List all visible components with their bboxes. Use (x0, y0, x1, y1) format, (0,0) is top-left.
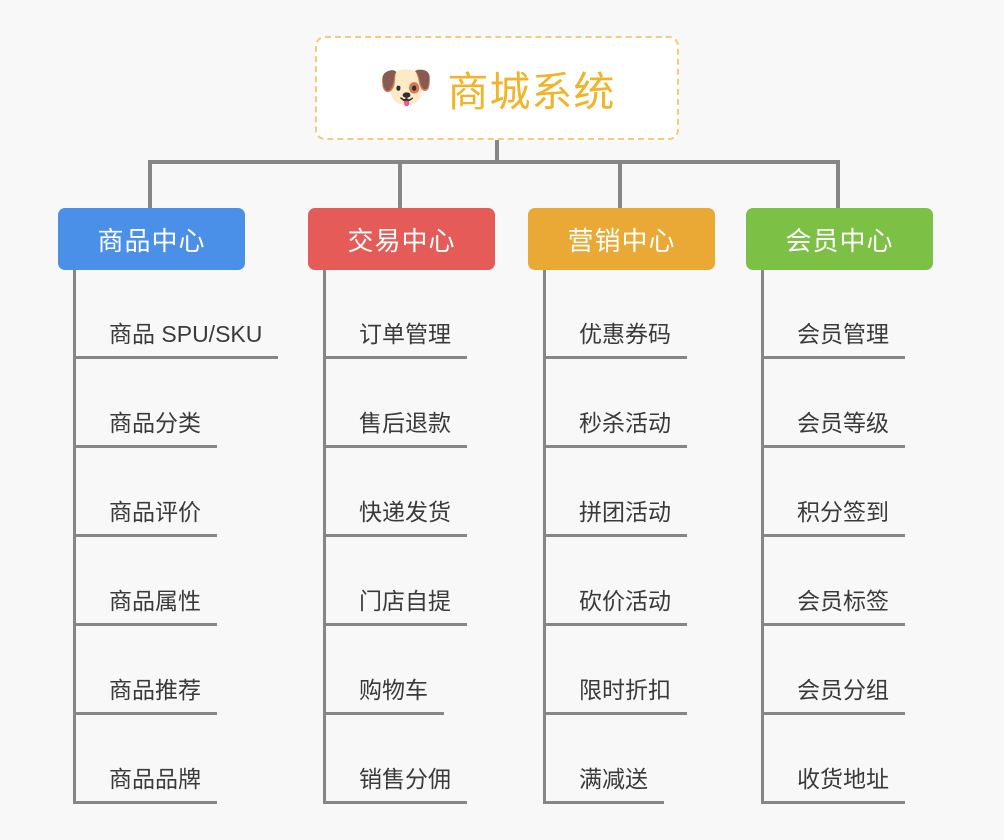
leaf-label: 商品评价 (73, 493, 217, 537)
leaf-label: 销售分佣 (323, 760, 467, 804)
leaf-label: 订单管理 (323, 315, 467, 359)
branch-header-marketing-center[interactable]: 营销中心 (528, 208, 715, 270)
list-item[interactable]: 会员标签 (761, 537, 971, 626)
leaf-label: 门店自提 (323, 582, 467, 626)
leaf-list-member-center: 会员管理 会员等级 积分签到 会员标签 会员分组 收货地址 (761, 270, 971, 804)
list-item[interactable]: 商品品牌 (73, 715, 283, 804)
branch-spine (761, 270, 764, 804)
list-item[interactable]: 秒杀活动 (543, 359, 753, 448)
list-item[interactable]: 商品推荐 (73, 626, 283, 715)
list-item[interactable]: 商品评价 (73, 448, 283, 537)
branch-label: 商品中心 (97, 225, 206, 256)
leaf-label: 拼团活动 (543, 493, 687, 537)
branch-header-product-center[interactable]: 商品中心 (58, 208, 245, 270)
leaf-label: 商品 SPU/SKU (73, 315, 279, 359)
leaf-list-product-center: 商品 SPU/SKU 商品分类 商品评价 商品属性 商品推荐 商品品牌 (73, 270, 283, 804)
list-item[interactable]: 优惠券码 (543, 270, 753, 359)
branch-spine (73, 270, 76, 804)
leaf-label: 砍价活动 (543, 582, 687, 626)
list-item[interactable]: 购物车 (323, 626, 533, 715)
leaf-label: 秒杀活动 (543, 404, 687, 448)
leaf-label: 会员管理 (761, 315, 905, 359)
connector-drop-trade (398, 160, 402, 208)
list-item[interactable]: 快递发货 (323, 448, 533, 537)
leaf-list-trade-center: 订单管理 售后退款 快递发货 门店自提 购物车 销售分佣 (323, 270, 533, 804)
leaf-label: 快递发货 (323, 493, 467, 537)
list-item[interactable]: 限时折扣 (543, 626, 753, 715)
leaf-label: 售后退款 (323, 404, 467, 448)
leaf-label: 商品推荐 (73, 671, 217, 715)
list-item[interactable]: 会员管理 (761, 270, 971, 359)
list-item[interactable]: 门店自提 (323, 537, 533, 626)
list-item[interactable]: 砍价活动 (543, 537, 753, 626)
list-item[interactable]: 会员等级 (761, 359, 971, 448)
root-node[interactable]: 🐶 商城系统 (315, 36, 679, 140)
branch-spine (323, 270, 326, 804)
root-title: 商城系统 (447, 69, 616, 115)
list-item[interactable]: 商品分类 (73, 359, 283, 448)
branch-label: 会员中心 (785, 225, 894, 256)
connector-drop-product (148, 160, 152, 208)
branch-spine (543, 270, 546, 804)
branch-label: 交易中心 (347, 225, 456, 256)
leaf-label: 收货地址 (761, 760, 905, 804)
connector-bus (148, 160, 840, 164)
list-item[interactable]: 商品属性 (73, 537, 283, 626)
list-item[interactable]: 销售分佣 (323, 715, 533, 804)
leaf-label: 限时折扣 (543, 671, 687, 715)
connector-root-drop (495, 140, 499, 162)
leaf-list-marketing-center: 优惠券码 秒杀活动 拼团活动 砍价活动 限时折扣 满减送 (543, 270, 753, 804)
list-item[interactable]: 订单管理 (323, 270, 533, 359)
leaf-label: 会员标签 (761, 582, 905, 626)
list-item[interactable]: 收货地址 (761, 715, 971, 804)
leaf-label: 会员分组 (761, 671, 905, 715)
list-item[interactable]: 拼团活动 (543, 448, 753, 537)
branch-header-trade-center[interactable]: 交易中心 (308, 208, 495, 270)
branch-label: 营销中心 (567, 225, 676, 256)
connector-drop-marketing (618, 160, 622, 208)
branch-header-member-center[interactable]: 会员中心 (746, 208, 933, 270)
leaf-label: 商品分类 (73, 404, 217, 448)
leaf-label: 商品属性 (73, 582, 217, 626)
list-item[interactable]: 商品 SPU/SKU (73, 270, 283, 359)
dog-face-icon: 🐶 (378, 62, 434, 113)
leaf-label: 购物车 (323, 671, 444, 715)
leaf-label: 商品品牌 (73, 760, 217, 804)
list-item[interactable]: 满减送 (543, 715, 753, 804)
list-item[interactable]: 积分签到 (761, 448, 971, 537)
leaf-label: 满减送 (543, 760, 664, 804)
leaf-label: 优惠券码 (543, 315, 687, 359)
leaf-label: 积分签到 (761, 493, 905, 537)
leaf-label: 会员等级 (761, 404, 905, 448)
connector-drop-member (836, 160, 840, 208)
list-item[interactable]: 会员分组 (761, 626, 971, 715)
list-item[interactable]: 售后退款 (323, 359, 533, 448)
